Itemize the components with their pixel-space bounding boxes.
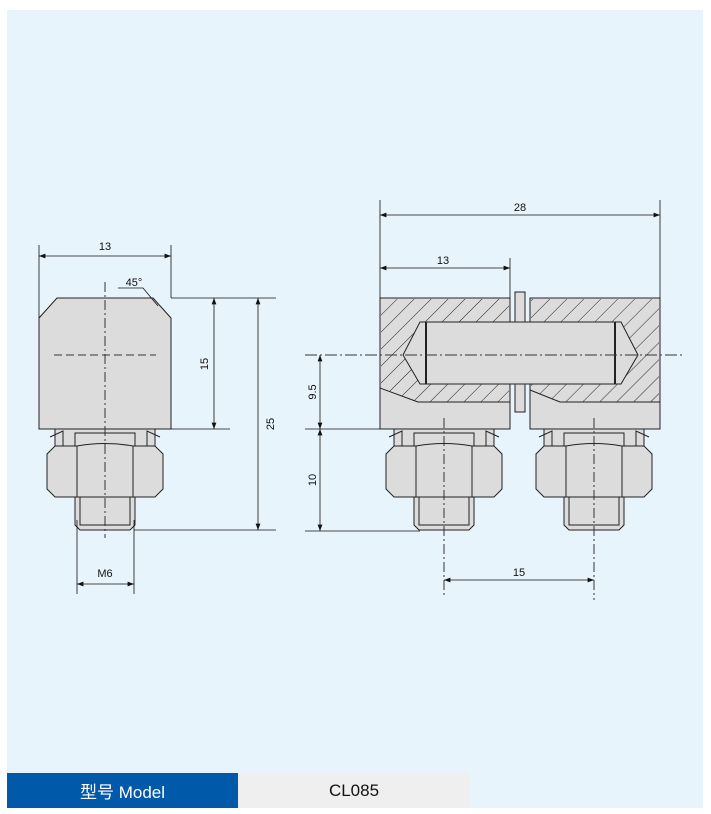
dim-thread: M6 (97, 568, 112, 580)
dim-head-height: 15 (199, 358, 211, 370)
left-fitting-side-view (38, 282, 172, 538)
dim-left-width: 13 (99, 241, 111, 253)
dim-chamfer-angle: 45° (126, 277, 143, 289)
model-label: 型号 Model (7, 773, 238, 808)
dim-center-height: 9.5 (307, 384, 319, 399)
model-value: CL085 (238, 773, 470, 808)
model-table: 型号 Model CL085 (7, 773, 470, 808)
right-assembly-section-view (305, 291, 683, 600)
dim-half-length: 13 (437, 255, 449, 267)
dim-total-height: 25 (265, 418, 277, 430)
dim-fitting-height: 10 (307, 474, 319, 486)
dim-fitting-spacing: 15 (513, 567, 525, 579)
dim-total-length: 28 (514, 202, 526, 214)
